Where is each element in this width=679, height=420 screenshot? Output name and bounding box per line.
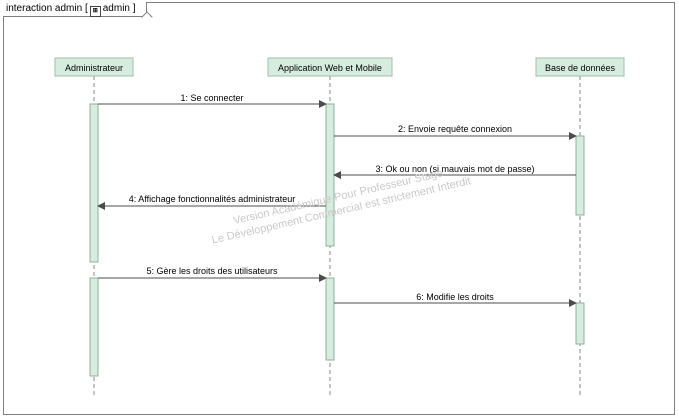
watermark: Version Académique Pour Professeur Stage…	[211, 167, 472, 246]
message-4-label: 4: Affichage fonctionnalités administrat…	[129, 194, 295, 204]
frame-ref-name: admin	[102, 3, 130, 14]
frame-kind: interaction	[6, 3, 53, 14]
activation-db-1	[575, 135, 585, 216]
frame-title: interaction admin [⊞admin ]	[3, 2, 147, 17]
activation-app-2	[325, 277, 335, 361]
frame-name: admin	[54, 3, 83, 14]
message-6-label: 6: Modifie les droits	[416, 292, 494, 302]
lifeline-label-admin: Administrateur	[65, 63, 123, 73]
frame-bracket-open: [	[84, 3, 88, 14]
message-1-label: 1: Se connecter	[180, 93, 243, 103]
diagram-frame	[3, 2, 675, 415]
lifeline-head-admin[interactable]: Administrateur	[54, 57, 134, 77]
message-5-label: 5: Gère les droits des utilisateurs	[146, 266, 278, 276]
lifeline-head-app[interactable]: Application Web et Mobile	[267, 57, 393, 77]
activation-admin-2	[89, 277, 99, 377]
lifeline-head-db[interactable]: Base de données	[535, 57, 625, 77]
activation-admin-1	[89, 103, 99, 263]
sd-reference-icon: ⊞	[89, 6, 101, 17]
frame-bracket-close: ]	[132, 3, 136, 14]
activation-app-1	[325, 103, 335, 247]
activation-db-2	[575, 302, 585, 345]
message-3-label: 3: Ok ou non (si mauvais mot de passe)	[375, 164, 534, 174]
lifeline-label-app: Application Web et Mobile	[278, 63, 382, 73]
lifeline-label-db: Base de données	[545, 63, 616, 73]
message-2-label: 2: Envoie requête connexion	[398, 124, 512, 134]
